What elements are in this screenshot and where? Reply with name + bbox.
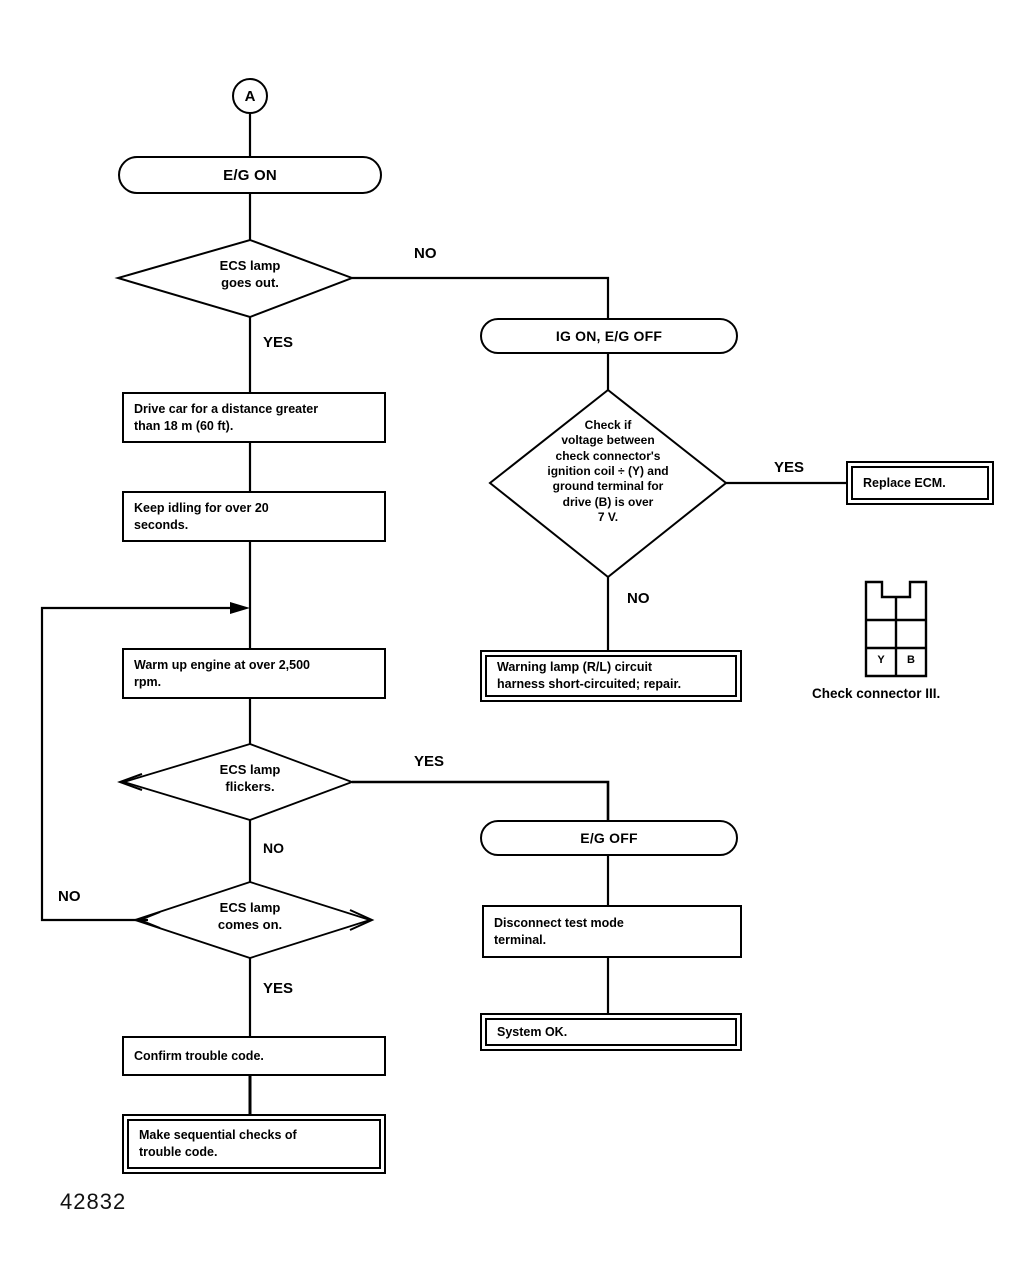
decision-ecs-flickers-shape bbox=[120, 743, 355, 821]
process-keep-idling-line2: seconds. bbox=[134, 517, 189, 532]
figure-number: 42832 bbox=[60, 1189, 127, 1214]
process-warning-lamp-repair: Warning lamp (R/L) circuit harness short… bbox=[480, 650, 742, 702]
process-warm-up-engine-line1: Warm up engine at over 2,500 bbox=[134, 657, 310, 672]
terminator-eg-off-label: E/G OFF bbox=[580, 830, 638, 846]
process-confirm-trouble-code: Confirm trouble code. bbox=[122, 1036, 386, 1076]
process-system-ok-line1: System OK. bbox=[497, 1024, 568, 1039]
entry-connector-a: A bbox=[232, 78, 268, 114]
branch-label-goes-out-no: NO bbox=[414, 245, 437, 262]
process-disconnect-test-mode: Disconnect test mode terminal. bbox=[482, 905, 742, 958]
branch-label-comes-on-no: NO bbox=[58, 888, 81, 905]
connector-pin-b-label: B bbox=[907, 654, 915, 666]
process-disconnect-test-mode-line1: Disconnect test mode bbox=[494, 915, 624, 930]
branch-label-goes-out-yes: YES bbox=[263, 334, 294, 351]
decision-ecs-goes-out-shape bbox=[114, 238, 355, 319]
branch-label-comes-on-yes: YES bbox=[263, 980, 294, 997]
branch-label-voltage-no: NO bbox=[627, 590, 650, 607]
terminator-ig-on-eg-off: IG ON, E/G OFF bbox=[480, 318, 738, 354]
branch-label-flickers-no: NO bbox=[263, 840, 284, 856]
connector-caption: Check connector III. bbox=[812, 686, 941, 701]
process-confirm-trouble-code-line1: Confirm trouble code. bbox=[134, 1048, 264, 1063]
process-disconnect-test-mode-line2: terminal. bbox=[494, 932, 547, 947]
process-keep-idling: Keep idling for over 20 seconds. bbox=[122, 491, 386, 542]
process-drive-car-line2: than 18 m (60 ft). bbox=[134, 418, 234, 433]
process-keep-idling-line1: Keep idling for over 20 bbox=[134, 500, 269, 515]
terminator-eg-on: E/G ON bbox=[118, 156, 382, 194]
link-d1-no-to-igon bbox=[352, 276, 610, 318]
process-make-sequential-checks: Make sequential checks of trouble code. bbox=[122, 1114, 386, 1174]
process-drive-car-line1: Drive car for a distance greater bbox=[134, 401, 319, 416]
process-make-sequential-checks-line1: Make sequential checks of bbox=[139, 1128, 297, 1143]
decision-ecs-flickers-left-vertex bbox=[117, 773, 143, 791]
check-connector-illustration bbox=[864, 580, 928, 678]
process-replace-ecm: Replace ECM. bbox=[846, 461, 994, 505]
terminator-ig-on-eg-off-label: IG ON, E/G OFF bbox=[555, 328, 663, 344]
process-warning-lamp-repair-line1: Warning lamp (R/L) circuit bbox=[497, 660, 653, 675]
decision-check-voltage-shape bbox=[488, 388, 728, 579]
process-drive-car: Drive car for a distance greater than 18… bbox=[122, 392, 386, 443]
process-warm-up-engine-line2: rpm. bbox=[134, 674, 162, 689]
process-warm-up-engine: Warm up engine at over 2,500 rpm. bbox=[122, 648, 386, 699]
connector-pin-y-label: Y bbox=[877, 654, 885, 666]
loop-arrowhead bbox=[230, 602, 250, 614]
process-warning-lamp-repair-line2: harness short-circuited; repair. bbox=[497, 677, 682, 691]
link-flickers-yes-to-egoff bbox=[352, 780, 610, 820]
terminator-eg-on-label: E/G ON bbox=[223, 166, 277, 184]
terminator-eg-off: E/G OFF bbox=[480, 820, 738, 856]
link-comeson-no-loop bbox=[40, 606, 236, 922]
process-make-sequential-checks-line2: trouble code. bbox=[139, 1145, 218, 1159]
branch-label-voltage-yes: YES bbox=[774, 459, 805, 476]
entry-connector-a-label: A bbox=[244, 87, 256, 105]
decision-ecs-comes-on-right-vertex bbox=[349, 909, 375, 931]
process-replace-ecm-line1: Replace ECM. bbox=[863, 475, 946, 490]
branch-label-flickers-yes: YES bbox=[414, 753, 445, 770]
process-system-ok: System OK. bbox=[480, 1013, 742, 1051]
decision-ecs-comes-on-shape bbox=[132, 881, 373, 959]
